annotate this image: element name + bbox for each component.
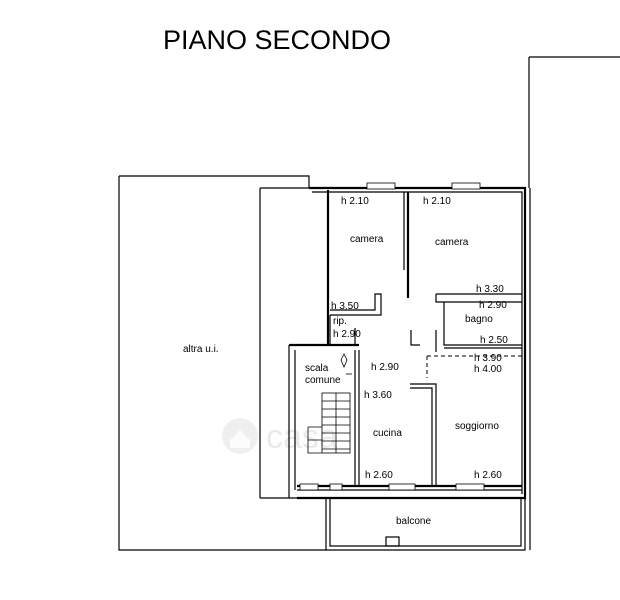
- adjacent-building: [528, 56, 620, 550]
- height-330: h 3.30: [476, 284, 504, 295]
- room-label-camera-right: camera: [435, 237, 469, 248]
- other-unit-outline: [118, 175, 326, 551]
- window-cucina: [388, 483, 416, 491]
- watermark-text: casa: [266, 418, 338, 456]
- room-label-scala: scala: [305, 363, 329, 374]
- height-350: h 3.50: [331, 301, 359, 312]
- room-label-rip: rip.: [333, 316, 347, 327]
- watermark: casa: [222, 418, 338, 456]
- height-400: h 4.00: [474, 364, 502, 375]
- room-label-soggiorno: soggiorno: [455, 421, 499, 432]
- room-label-cucina: cucina: [373, 428, 402, 439]
- window-camera-right: [451, 182, 481, 190]
- staircase: [307, 392, 351, 454]
- height-260-cucina: h 2.60: [365, 470, 393, 481]
- room-label-balcone: balcone: [396, 516, 431, 527]
- height-camera-left: h 2.10: [341, 196, 369, 207]
- plan-title: PIANO SECONDO: [163, 25, 391, 55]
- height-260-soggiorno: h 2.60: [474, 470, 502, 481]
- balcony: [325, 498, 526, 551]
- height-camera-right: h 2.10: [423, 196, 451, 207]
- windows: [299, 182, 485, 491]
- room-label-camera-left: camera: [350, 234, 384, 245]
- height-290-hall: h 2.90: [371, 362, 399, 373]
- room-label-bagno: bagno: [465, 314, 493, 325]
- window-camera-left: [366, 182, 396, 190]
- room-label-altra-ui: altra u.i.: [183, 344, 219, 355]
- room-label-comune: comune: [305, 375, 341, 386]
- height-290-rip: h 2.90: [333, 329, 361, 340]
- window-soggiorno: [455, 483, 485, 491]
- height-390: h 3.90: [474, 353, 502, 364]
- door-balcone-small: [329, 483, 343, 491]
- door-marker: [340, 353, 352, 375]
- height-360: h 3.60: [364, 390, 392, 401]
- height-250: h 2.50: [480, 335, 508, 346]
- window-scala: [299, 483, 319, 491]
- height-290-bagno: h 2.90: [479, 300, 507, 311]
